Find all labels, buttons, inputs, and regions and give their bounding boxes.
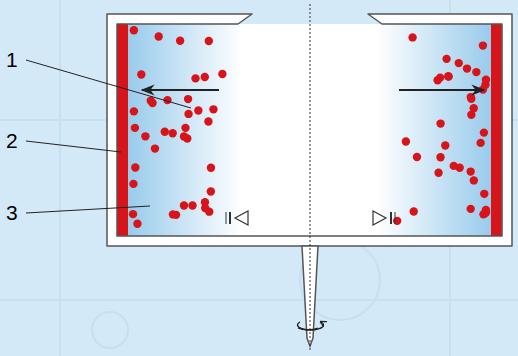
particle [184, 95, 192, 103]
axis-line [310, 4, 311, 352]
particle [470, 176, 478, 184]
particle [191, 74, 199, 82]
particle [450, 162, 458, 170]
particle [434, 169, 442, 177]
particle [480, 190, 488, 198]
particle [133, 220, 141, 228]
solid-layer [491, 24, 502, 236]
particle [201, 198, 209, 206]
particle [194, 106, 202, 114]
liquid-layer [117, 24, 242, 236]
particle [470, 104, 478, 112]
particle [188, 201, 196, 209]
callout-number: 1 [6, 49, 18, 70]
particle [402, 137, 410, 145]
particle [209, 105, 217, 113]
particle [466, 167, 474, 175]
liquid-layer [377, 24, 502, 236]
particle [141, 132, 149, 140]
particle [129, 210, 137, 218]
particle [169, 210, 177, 218]
particle [441, 141, 449, 149]
particle [479, 210, 487, 218]
particle [463, 64, 471, 72]
particle [130, 107, 138, 115]
particle [476, 139, 484, 147]
particle [180, 201, 188, 209]
particle [480, 128, 488, 136]
particle [131, 124, 139, 132]
particle [436, 153, 444, 161]
particle [183, 134, 191, 142]
particle [410, 207, 418, 215]
force-arrow [142, 89, 219, 91]
particle [154, 32, 162, 40]
particle [201, 73, 209, 81]
particle [151, 144, 159, 152]
particle [204, 117, 212, 125]
particle [467, 95, 475, 103]
solid-layer [117, 24, 128, 236]
particle [129, 180, 137, 188]
particle [184, 110, 192, 118]
particle [466, 205, 474, 213]
particle [479, 41, 487, 49]
callout-number: 2 [6, 130, 18, 151]
particle [444, 72, 452, 80]
particle [393, 217, 401, 225]
particle [207, 187, 215, 195]
particle [408, 33, 416, 41]
particle [442, 55, 450, 63]
particle [131, 163, 139, 171]
particle [413, 153, 421, 161]
particle [482, 75, 490, 83]
particle [137, 70, 145, 78]
particle [168, 129, 176, 137]
rotation-arrow [298, 322, 324, 330]
particle [130, 26, 138, 34]
particle [444, 72, 452, 80]
callout-number: 3 [6, 202, 18, 223]
particle [436, 119, 444, 127]
particle [480, 210, 488, 218]
leader-line [26, 60, 191, 213]
particle [472, 68, 480, 76]
particle [455, 59, 463, 67]
particle [218, 70, 226, 78]
particle [205, 37, 213, 45]
force-arrow [399, 89, 484, 91]
particle [181, 124, 189, 132]
particle [176, 37, 184, 45]
particle [161, 128, 169, 136]
particle [436, 73, 444, 81]
particle [147, 97, 155, 105]
particles [129, 26, 490, 228]
particle [207, 164, 215, 172]
